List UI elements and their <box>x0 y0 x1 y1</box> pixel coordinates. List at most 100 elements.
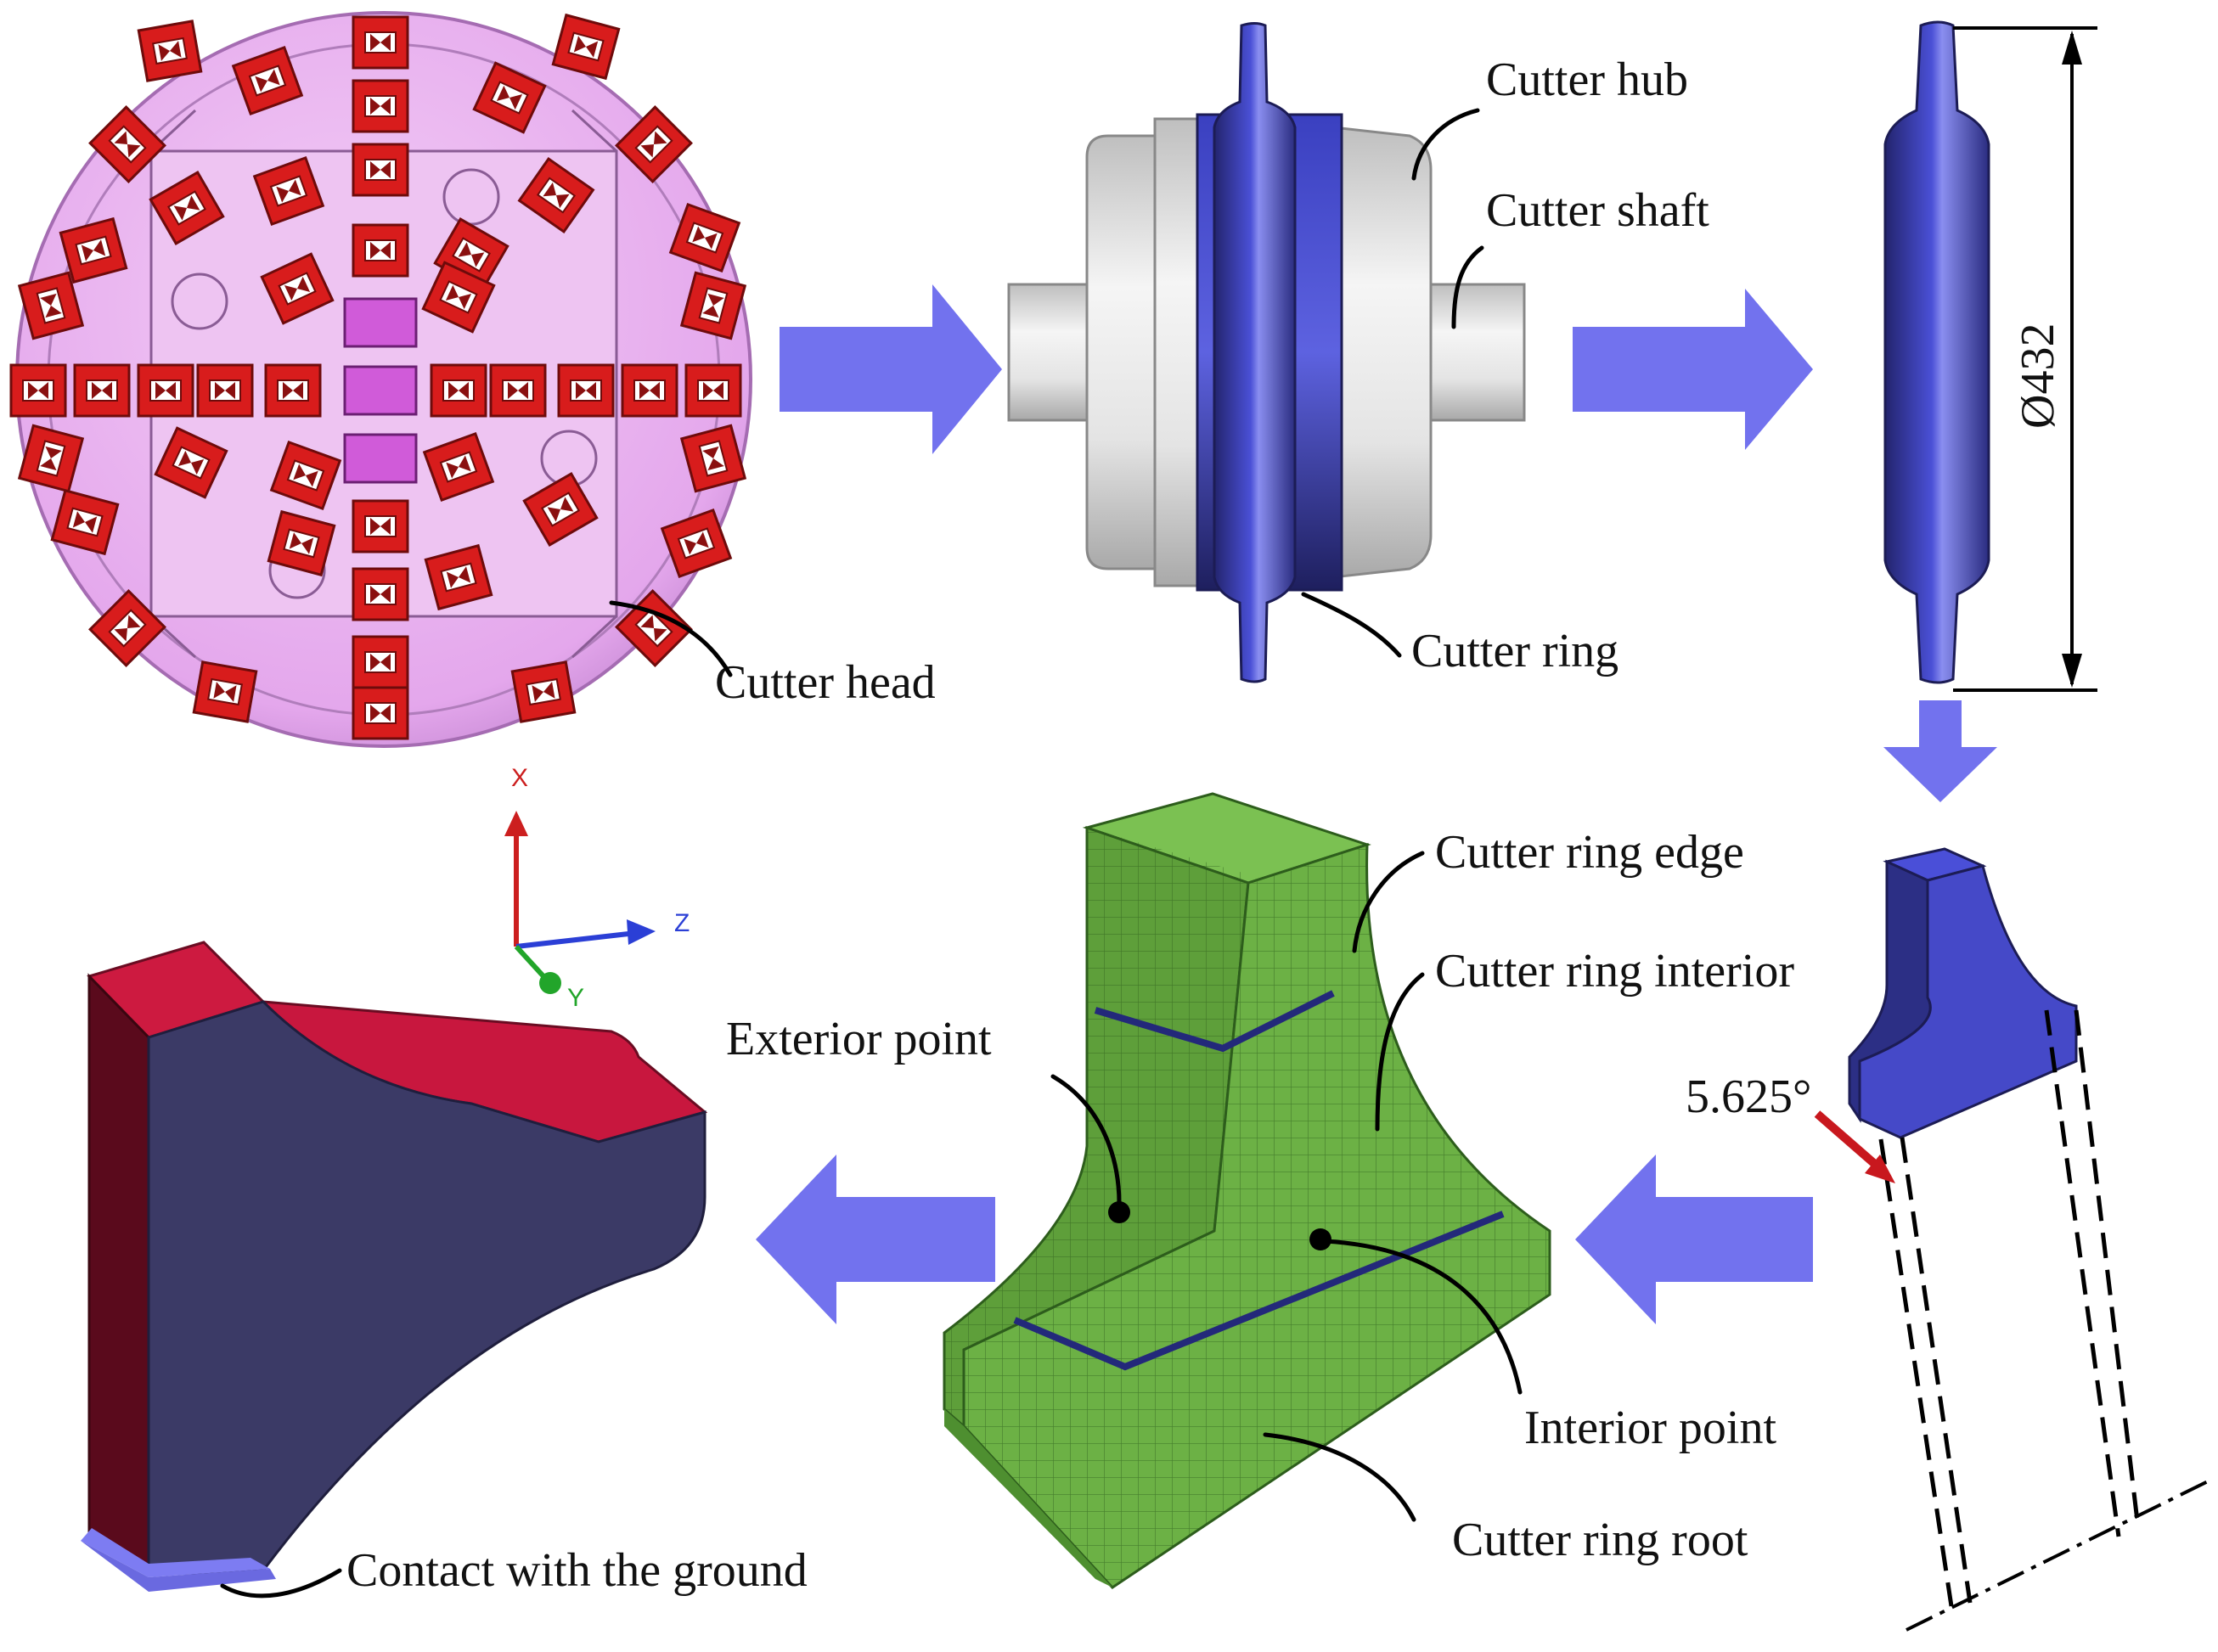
disc-cutter-slot <box>352 15 409 70</box>
dashed-projection-4 <box>2074 1009 2141 1529</box>
disc-cutter-slot <box>73 363 131 418</box>
ring-section-wedge <box>1814 847 2209 1632</box>
disc-cutter-slot <box>352 79 409 133</box>
disc-cutter-slot <box>196 363 254 418</box>
disc-cutter-slot <box>17 271 85 340</box>
disc-cutter-slot <box>684 363 742 418</box>
leader-contact-ground <box>220 1568 342 1599</box>
cutter-head-illustration <box>9 11 752 748</box>
leader-cutter-hub <box>1411 108 1480 181</box>
disc-cutter-slot <box>424 543 493 611</box>
flow-arrow-left-1 <box>1575 1155 1813 1324</box>
disc-cutter-slot <box>615 589 693 667</box>
disc-cutter-slot <box>231 45 304 116</box>
disc-cutter-slot <box>9 363 67 418</box>
label-cutter-ring-edge: Cutter ring edge <box>1435 826 1744 879</box>
label-cutter-ring-interior: Cutter ring interior <box>1435 945 1794 997</box>
center-cutter-slot <box>343 365 418 416</box>
disc-cutter-slot <box>260 252 335 325</box>
cutter-assembly-illustration <box>1007 22 1526 683</box>
cutter-ring-assembly <box>1213 22 1297 683</box>
disc-cutter-slot <box>668 202 741 273</box>
disc-cutter-slot <box>352 686 409 740</box>
leader-cutter-head <box>609 600 733 677</box>
disc-cutter-slot <box>352 143 409 197</box>
disc-cutter-slot <box>679 271 747 340</box>
leader-cutter-shaft <box>1451 245 1484 329</box>
dashed-projection-1 <box>1878 1138 1954 1607</box>
label-cutter-head: Cutter head <box>715 656 936 709</box>
coordinate-axes-icon <box>504 811 656 994</box>
disc-cutter-slot <box>137 20 203 82</box>
flow-arrow-right-2 <box>1573 289 1813 450</box>
disc-cutter-slot <box>472 61 547 134</box>
label-cutter-shaft: Cutter shaft <box>1486 184 1709 237</box>
interior-point-marker <box>1309 1228 1331 1250</box>
leader-interior-point <box>1322 1239 1523 1395</box>
cutter-ring-side-view <box>1883 20 2097 692</box>
dashed-projection-2 <box>1900 1137 1973 1604</box>
leader-cutter-ring-root <box>1263 1432 1416 1522</box>
disc-cutter-slot <box>510 660 577 723</box>
disc-cutter-slot <box>660 508 733 579</box>
partition-line-lower <box>1013 1211 1505 1371</box>
label-cutter-ring: Cutter ring <box>1411 625 1618 677</box>
disc-cutter-slot <box>352 499 409 553</box>
disc-cutter-slot <box>352 635 409 689</box>
angle-pointer-arrow <box>1814 1110 1887 1175</box>
axis-label-x: X <box>511 764 528 792</box>
leader-cutter-ring-interior <box>1375 972 1425 1132</box>
disc-cutter-slot <box>557 363 615 418</box>
flow-arrow-left-2 <box>756 1155 995 1324</box>
disc-cutter-slot <box>264 363 322 418</box>
leader-exterior-point <box>1050 1074 1122 1206</box>
label-cutter-ring-root: Cutter ring root <box>1452 1514 1748 1566</box>
center-cutter-slot <box>343 433 418 484</box>
disc-cutter-slot <box>621 363 678 418</box>
label-diameter: Ø432 <box>2012 323 2064 429</box>
dash-dot-baseline <box>1906 1480 2209 1632</box>
disc-cutter-slot <box>50 488 120 556</box>
disc-cutter-slot <box>551 13 621 81</box>
disc-cutter-slot <box>430 363 487 418</box>
disc-cutter-slot <box>252 155 325 227</box>
disc-cutter-slot <box>352 223 409 278</box>
disc-cutter-slot <box>522 471 599 548</box>
disc-cutter-slot <box>517 156 595 234</box>
disc-cutter-slot <box>489 363 547 418</box>
disc-cutter-slot <box>17 424 85 493</box>
label-exterior-point: Exterior point <box>726 1013 992 1065</box>
label-interior-point: Interior point <box>1524 1402 1776 1454</box>
disc-cutter-slot <box>149 170 225 246</box>
disc-cutter-slot <box>192 660 258 723</box>
disc-cutter-slot <box>88 589 166 667</box>
disc-cutter-slot <box>267 509 336 577</box>
leader-cutter-ring-edge <box>1352 851 1425 953</box>
axis-label-y: Y <box>567 984 584 1012</box>
disc-cutter-slot <box>137 363 194 418</box>
axis-label-z: Z <box>674 909 690 937</box>
center-cutter-slot <box>343 297 418 348</box>
flow-arrow-down <box>1883 700 1997 802</box>
ring-section-3d <box>81 941 708 1592</box>
disc-cutter-slot <box>422 431 495 503</box>
disc-cutter-slot <box>59 216 128 284</box>
disc-cutter-slot <box>421 261 496 334</box>
disc-cutter-slots <box>9 13 747 740</box>
exterior-point-marker <box>1108 1201 1130 1223</box>
disc-cutter-slot <box>352 567 409 621</box>
leader-cutter-ring <box>1301 592 1402 658</box>
disc-cutter-slot <box>88 105 166 183</box>
label-cutter-hub: Cutter hub <box>1486 53 1688 106</box>
disc-cutter-slot <box>154 426 228 499</box>
disc-cutter-slot <box>615 105 693 183</box>
label-contact-ground: Contact with the ground <box>346 1544 808 1597</box>
dashed-projection-3 <box>2044 1009 2121 1537</box>
ground-contact-strip <box>81 1528 270 1577</box>
disc-cutter-slot <box>269 440 342 511</box>
flow-arrow-right-1 <box>780 284 1002 454</box>
fe-mesh-model <box>943 792 1551 1589</box>
disc-cutter-slot <box>679 424 747 493</box>
cutter-shaft-right <box>1416 283 1526 422</box>
